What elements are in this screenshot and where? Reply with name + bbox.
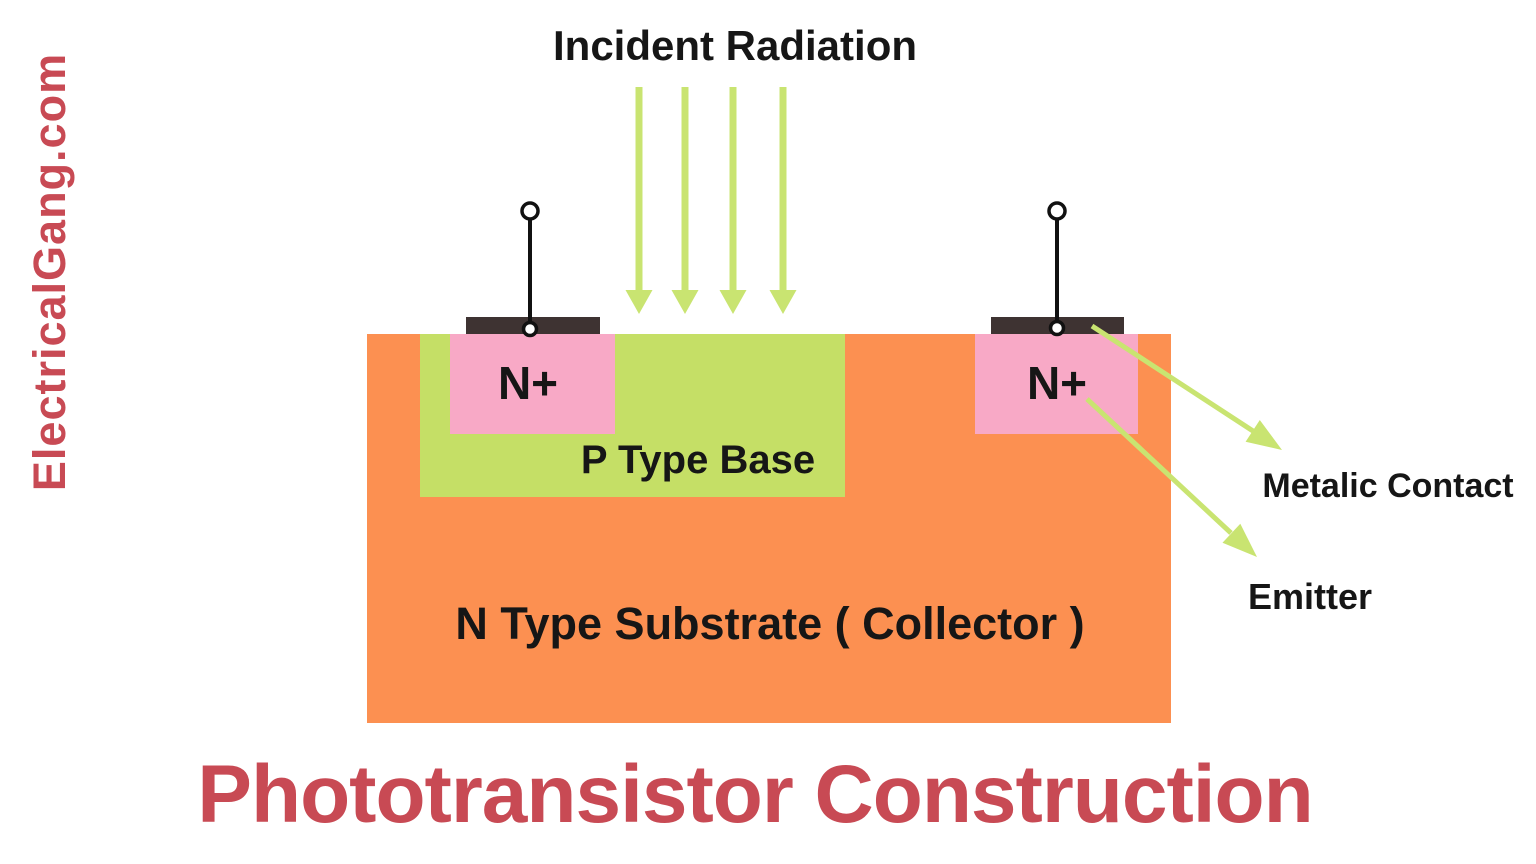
radiation-arrow-icon — [625, 87, 653, 314]
n-plus-region-left — [450, 334, 615, 434]
terminal-lead-right — [1047, 201, 1067, 337]
radiation-arrow-icon — [719, 87, 747, 314]
metallic-contact-label: Metalic Contact — [1262, 467, 1514, 505]
metallic-contact-bar-right — [991, 317, 1124, 334]
radiation-arrow-icon — [671, 87, 699, 314]
n-plus-label-right: N+ — [1026, 357, 1088, 409]
brand-watermark: ElectricalGang.com — [24, 52, 75, 492]
n-type-substrate-label: N Type Substrate ( Collector ) — [455, 598, 1085, 649]
radiation-arrow-icon — [769, 87, 797, 314]
p-type-base-label: P Type Base — [580, 438, 816, 482]
incident-radiation-label: Incident Radiation — [552, 22, 918, 69]
emitter-label: Emitter — [1247, 576, 1373, 617]
page-title: Phototransistor Construction — [197, 749, 1313, 840]
terminal-lead-left — [520, 201, 540, 338]
metallic-contact-bar-left — [466, 317, 600, 334]
n-plus-label-left: N+ — [497, 357, 559, 409]
